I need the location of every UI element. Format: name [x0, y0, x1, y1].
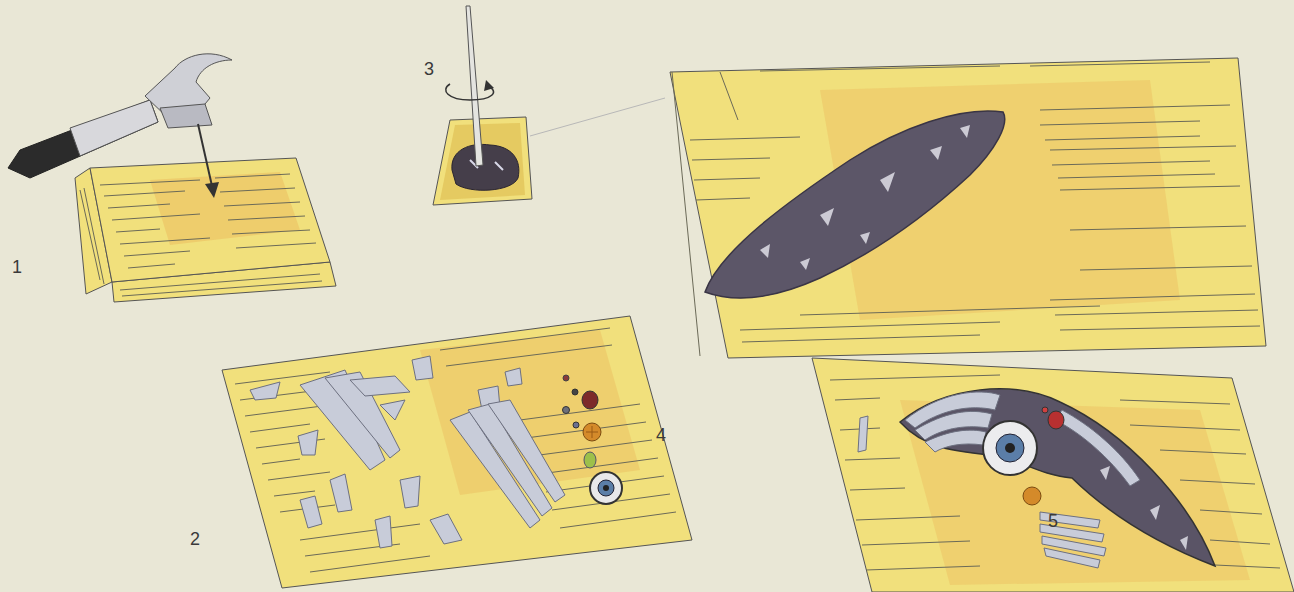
step-number: 5 [1048, 512, 1058, 530]
putty-on-newspaper [670, 58, 1266, 358]
step-number: 2 [190, 530, 200, 548]
step-number: 1 [12, 258, 22, 276]
newspaper-with-pieces [222, 316, 692, 588]
step-number: 4 [656, 426, 666, 444]
hammer [8, 54, 232, 198]
mosaic-on-newspaper [812, 358, 1294, 592]
step-number: 3 [424, 60, 434, 78]
folded-newspaper [75, 158, 336, 302]
stick-in-putty [433, 6, 665, 205]
